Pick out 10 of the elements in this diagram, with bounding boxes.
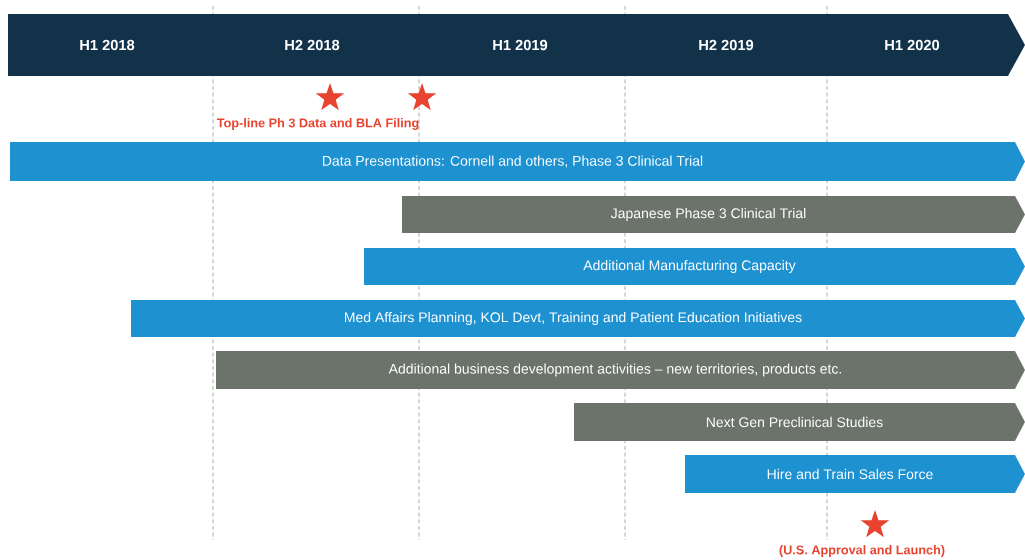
task-bar: Additional Manufacturing Capacity (364, 248, 1025, 285)
task-bar: Next Gen Preclinical Studies (574, 403, 1025, 441)
task-bar: Additional business development activities – new territories, products etc. (216, 351, 1025, 389)
task-bar: Hire and Train Sales Force (685, 455, 1025, 493)
timeline-header: H1 2018 H2 2018 H1 2019 H2 2019 H1 2020 (8, 14, 1025, 76)
task-bar: Data Presentations: Cornell and others, Phase 3 Clinical Trial (10, 142, 1025, 181)
milestone-label: (U.S. Approval and Launch) (779, 545, 945, 557)
task-bar: Japanese Phase 3 Clinical Trial (402, 196, 1025, 233)
milestone-label: Top-line Ph 3 Data and BLA Filing (216, 118, 419, 130)
task-bar: Med Affairs Planning, KOL Devt, Training and Patient Education Initiatives (131, 300, 1025, 337)
